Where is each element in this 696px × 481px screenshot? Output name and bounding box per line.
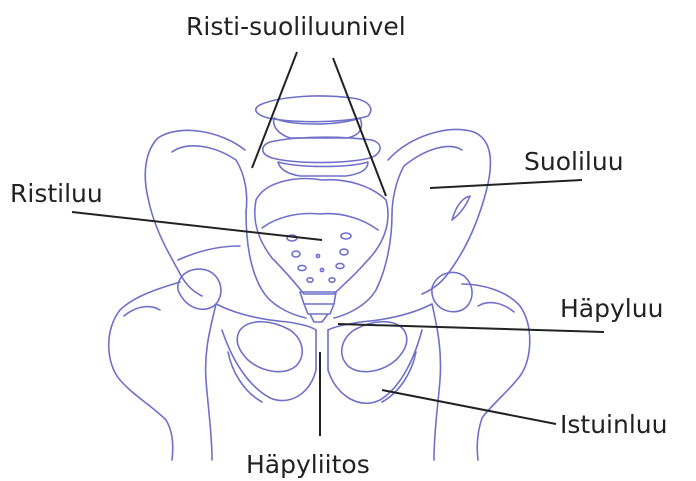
right-ilium-inner [392,147,462,214]
right-ischium [328,330,422,403]
left-femur-head [178,269,221,309]
right-trochanter [478,303,514,312]
left-ilium-rim [178,246,240,260]
sacrum-top [262,214,378,230]
sacral-foramen [307,278,313,282]
sacrum-outline [255,179,388,294]
left-trochanter [124,307,160,316]
leader-ischium [382,390,556,424]
label-sacrum: Ristiluu [10,181,103,206]
right-obturator [342,322,407,372]
right-ilium-wing [388,130,490,294]
left-ilium-inner [172,146,247,212]
lumbar-vertebra-lower [263,137,380,162]
left-ilium-wing [145,130,245,296]
sacral-foramen [298,265,306,270]
sacral-foramen [340,249,348,255]
left-obturator [237,322,302,372]
sacral-foramen [292,251,300,257]
sacral-foramen [341,233,351,239]
label-pubis: Häpyluu [560,296,663,321]
leader-pubis [338,324,604,332]
label-ilium: Suoliluu [524,149,624,174]
leader-ilium [430,180,582,188]
right-femur-head [432,272,472,311]
left-pelvic-brim [246,212,306,318]
left-femur-neck [109,282,180,460]
right-ilium-notch [452,196,470,220]
label-ischium: Istuinluu [560,412,667,437]
lumbar-disc [278,162,368,176]
sacral-dot [320,268,323,271]
label-pubic-symphysis: Häpyliitos [246,452,370,477]
pubic-symphysis [316,330,328,370]
sacral-dot [316,254,319,257]
label-sacroiliac-joint: Risti-suoliluunivel [186,14,406,39]
sacral-foramen [329,278,335,282]
right-femur-neck [462,284,530,460]
left-femur-shaft [206,304,216,460]
leader-sacroiliac-left [252,52,297,168]
left-ischium [222,330,316,400]
sacral-foramen [336,263,344,268]
